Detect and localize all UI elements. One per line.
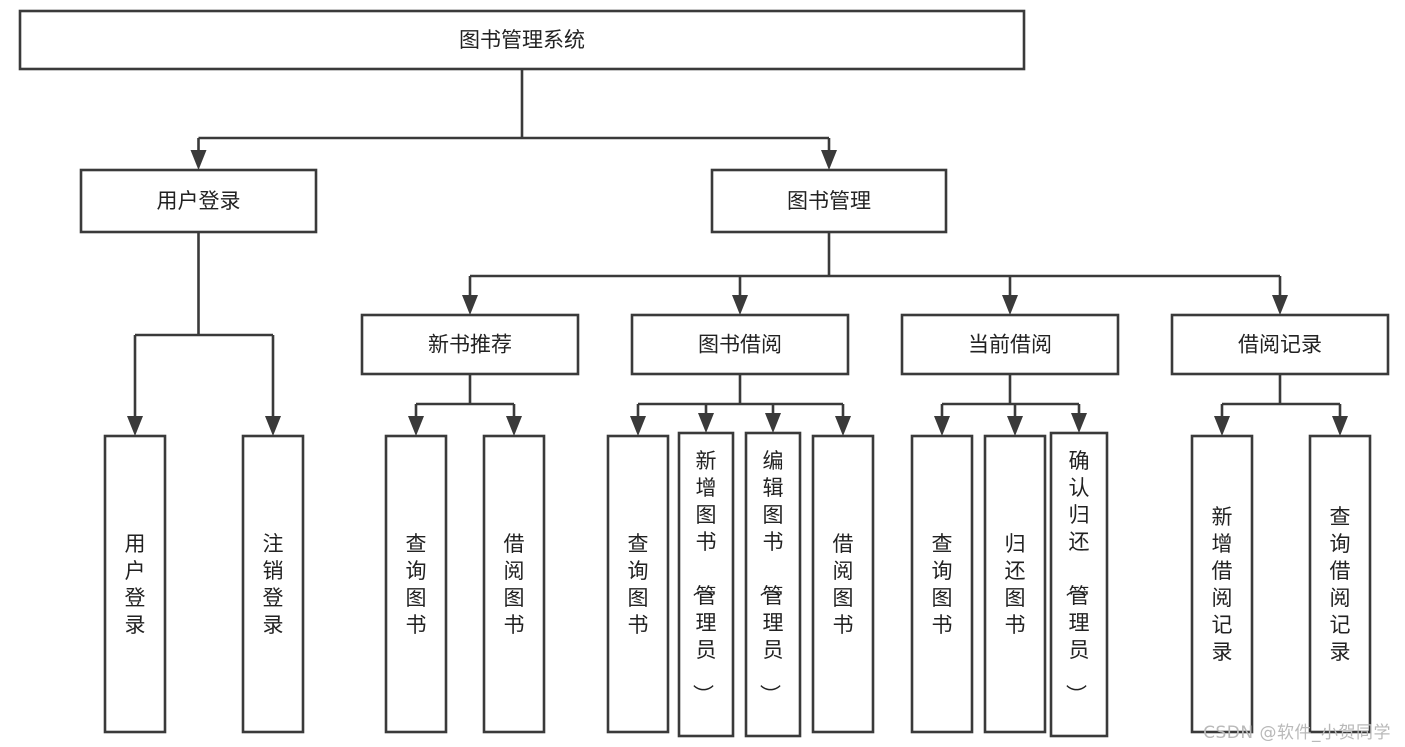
node-label-leaf-add-record: 新增借阅记录: [1212, 505, 1233, 664]
node-label-book-manage: 图书管理: [787, 189, 871, 213]
node-current-borrow[interactable]: 当前借阅: [900, 313, 1120, 376]
node-box-leaf-user-login[interactable]: [103, 434, 167, 734]
node-leaf-add-record[interactable]: 新增借阅记录: [1190, 434, 1254, 734]
node-label-leaf-query-record: 查询借阅记录: [1330, 505, 1351, 664]
node-label-leaf-edit-book-admin: 编辑图书（管理员）: [758, 449, 784, 705]
node-box-leaf-return-book[interactable]: [983, 434, 1047, 734]
node-book-manage[interactable]: 图书管理: [710, 168, 948, 234]
connector-group: [1214, 374, 1348, 436]
node-leaf-add-book-admin[interactable]: 新增图书（管理员）: [677, 431, 735, 738]
node-leaf-user-logout[interactable]: 注销登录: [241, 434, 305, 734]
node-leaf-query-record[interactable]: 查询借阅记录: [1308, 434, 1372, 734]
node-label-user-login: 用户登录: [157, 189, 241, 213]
node-label-leaf-query-book-3: 查询图书: [932, 532, 953, 637]
connector-layer: [127, 69, 1348, 436]
node-box-borrow-record[interactable]: [1170, 313, 1390, 376]
node-label-leaf-borrow-book-2: 借阅图书: [833, 532, 854, 637]
node-user-login[interactable]: 用户登录: [79, 168, 318, 234]
node-label-leaf-add-book-admin: 新增图书（管理员）: [691, 449, 717, 705]
node-label-borrow-record: 借阅记录: [1238, 333, 1322, 357]
node-label-book-borrow: 图书借阅: [698, 333, 782, 357]
node-label-leaf-user-login: 用户登录: [125, 532, 146, 637]
node-label-leaf-confirm-return-admin: 确认归还（管理员）: [1064, 449, 1090, 705]
node-layer: 图书管理系统用户登录图书管理新书推荐图书借阅当前借阅借阅记录用户登录注销登录查询…: [18, 9, 1390, 738]
connector-group: [190, 69, 837, 170]
node-root[interactable]: 图书管理系统: [18, 9, 1026, 71]
node-box-leaf-query-book-3[interactable]: [910, 434, 974, 734]
node-leaf-borrow-book-1[interactable]: 借阅图书: [482, 434, 546, 734]
connector-group: [462, 232, 1288, 315]
node-borrow-record[interactable]: 借阅记录: [1170, 313, 1390, 376]
node-label-leaf-return-book: 归还图书: [1005, 532, 1026, 637]
node-box-leaf-add-book-admin[interactable]: [677, 431, 735, 738]
node-label-root: 图书管理系统: [459, 28, 585, 52]
node-leaf-edit-book-admin[interactable]: 编辑图书（管理员）: [744, 431, 802, 738]
node-leaf-query-book-3[interactable]: 查询图书: [910, 434, 974, 734]
node-label-leaf-borrow-book-1: 借阅图书: [504, 532, 525, 637]
node-box-leaf-user-logout[interactable]: [241, 434, 305, 734]
node-book-borrow[interactable]: 图书借阅: [630, 313, 850, 376]
connector-group: [934, 374, 1087, 436]
node-box-root[interactable]: [18, 9, 1026, 71]
node-leaf-user-login[interactable]: 用户登录: [103, 434, 167, 734]
node-label-current-borrow: 当前借阅: [968, 333, 1052, 357]
node-label-leaf-user-logout: 注销登录: [263, 532, 284, 637]
node-label-new-book-rec: 新书推荐: [428, 333, 512, 357]
connector-group: [408, 374, 522, 436]
node-new-book-rec[interactable]: 新书推荐: [360, 313, 580, 376]
node-leaf-return-book[interactable]: 归还图书: [983, 434, 1047, 734]
node-box-leaf-borrow-book-1[interactable]: [482, 434, 546, 734]
node-leaf-confirm-return-admin[interactable]: 确认归还（管理员）: [1049, 431, 1109, 738]
node-box-leaf-add-record[interactable]: [1190, 434, 1254, 734]
node-box-leaf-query-record[interactable]: [1308, 434, 1372, 734]
connector-group: [630, 374, 851, 436]
connector-group: [127, 232, 281, 436]
node-box-leaf-confirm-return-admin[interactable]: [1049, 431, 1109, 738]
node-box-leaf-borrow-book-2[interactable]: [811, 434, 875, 734]
node-leaf-query-book-2[interactable]: 查询图书: [606, 434, 670, 734]
node-box-user-login[interactable]: [79, 168, 318, 234]
node-leaf-borrow-book-2[interactable]: 借阅图书: [811, 434, 875, 734]
node-label-leaf-query-book-2: 查询图书: [628, 532, 649, 637]
node-box-book-borrow[interactable]: [630, 313, 850, 376]
node-box-new-book-rec[interactable]: [360, 313, 580, 376]
node-leaf-query-book-1[interactable]: 查询图书: [384, 434, 448, 734]
node-box-current-borrow[interactable]: [900, 313, 1120, 376]
node-label-leaf-query-book-1: 查询图书: [406, 532, 427, 637]
node-box-leaf-query-book-1[interactable]: [384, 434, 448, 734]
node-box-leaf-query-book-2[interactable]: [606, 434, 670, 734]
node-box-book-manage[interactable]: [710, 168, 948, 234]
node-box-leaf-edit-book-admin[interactable]: [744, 431, 802, 738]
